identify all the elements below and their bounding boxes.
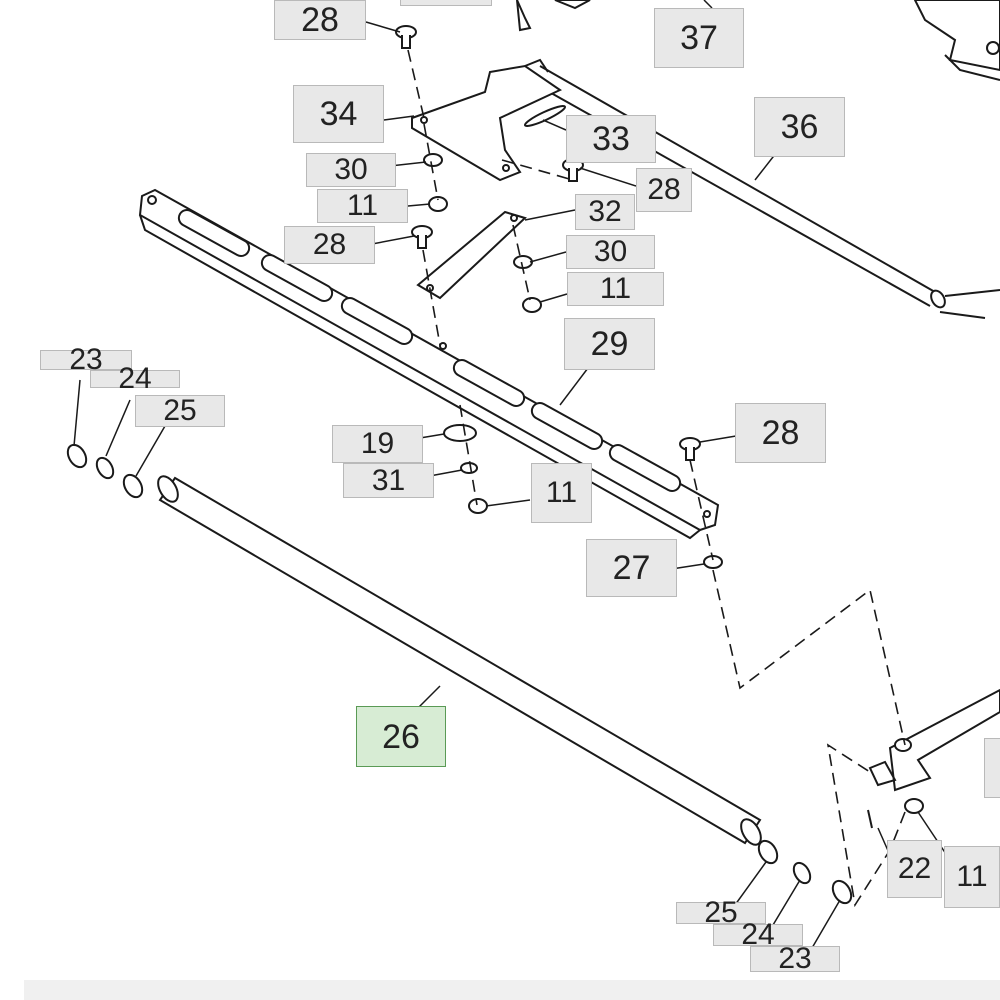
bottom-scroll-bar[interactable]	[24, 980, 1000, 1000]
callout-29[interactable]: 29	[564, 318, 655, 370]
callout-36[interactable]: 36	[754, 97, 845, 157]
callout-23-right[interactable]: 23	[750, 944, 840, 974]
callout-33[interactable]: 33	[566, 115, 656, 163]
callout-26-selected[interactable]: 26	[356, 706, 446, 767]
callout-22[interactable]: 22	[887, 840, 942, 898]
callout-30-lower[interactable]: 30	[566, 235, 655, 269]
callout-27[interactable]: 27	[586, 539, 677, 597]
callout-11-center[interactable]: 11	[531, 463, 592, 523]
callout-28-right[interactable]: 28	[735, 403, 826, 463]
callout-34[interactable]: 34	[293, 85, 384, 143]
callout-32[interactable]: 32	[575, 194, 635, 230]
callout-11-lower-right[interactable]: 11	[944, 846, 1000, 908]
callout-28-top[interactable]: 28	[274, 0, 366, 40]
callout-23-left[interactable]: 23	[40, 345, 132, 375]
callout-top-partial	[400, 0, 492, 6]
link-32	[416, 210, 527, 300]
callout-25-left[interactable]: 25	[135, 395, 225, 427]
callout-24-right[interactable]: 24	[713, 920, 803, 950]
callout-right-partial	[984, 738, 1000, 798]
roller-26	[157, 475, 762, 846]
pins-28	[395, 0, 701, 461]
callout-30-upper[interactable]: 30	[306, 153, 396, 187]
callout-31[interactable]: 31	[343, 463, 434, 498]
link-bracket-34	[411, 58, 567, 182]
callout-11-upper[interactable]: 11	[317, 189, 408, 223]
end-hardware	[66, 443, 853, 905]
assembly-lines	[407, 49, 906, 908]
callout-11-mid[interactable]: 11	[567, 272, 664, 306]
callout-19[interactable]: 19	[332, 425, 423, 463]
slotted-arm-29	[138, 188, 720, 540]
callout-24-left[interactable]: 24	[90, 364, 180, 394]
callout-28-left[interactable]: 28	[284, 226, 375, 264]
housing-fragment	[554, 0, 1000, 81]
callout-28-mid[interactable]: 28	[636, 168, 692, 212]
callout-25-right[interactable]: 25	[676, 898, 766, 928]
callout-37[interactable]: 37	[654, 8, 744, 68]
hardware-fasteners	[423, 153, 924, 814]
lower-bracket	[867, 688, 1000, 829]
